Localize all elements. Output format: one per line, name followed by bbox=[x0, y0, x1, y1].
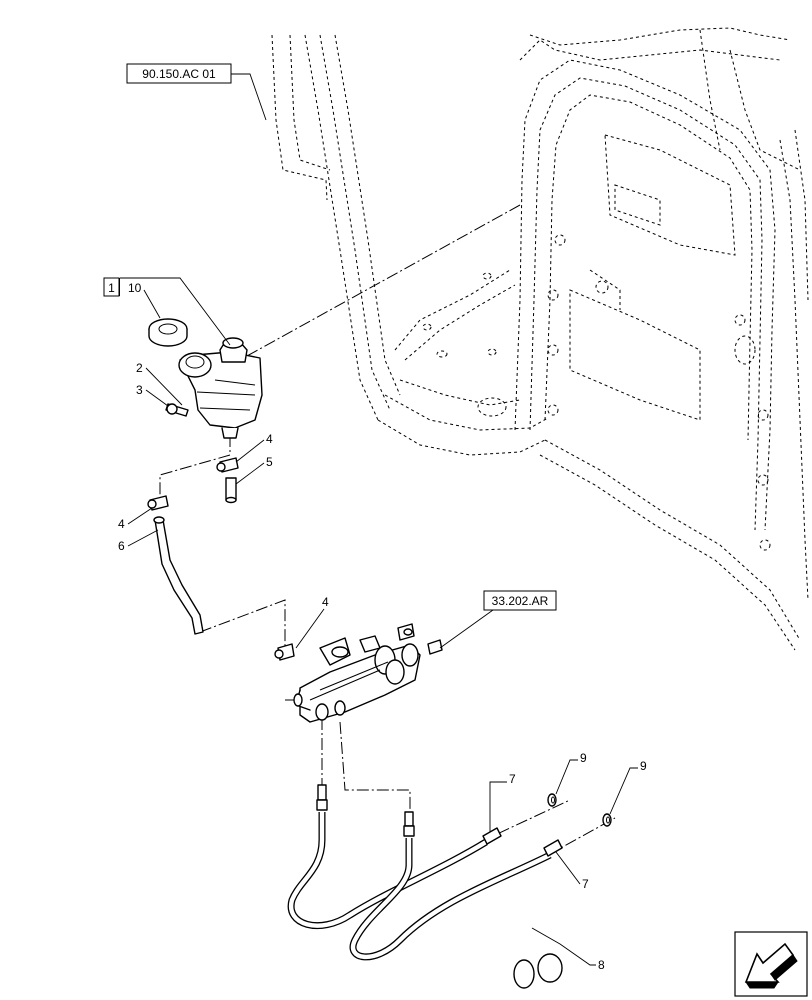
callout-2: 2 bbox=[136, 361, 143, 375]
callout-8: 8 bbox=[598, 958, 605, 972]
callout-4-top: 4 bbox=[266, 432, 273, 446]
cab-reference-box[interactable]: 90.150.AC 01 bbox=[126, 63, 232, 84]
assembly-lines bbox=[159, 204, 616, 856]
valve-reference-label: 33.202.AR bbox=[492, 594, 549, 608]
assembly-number: 1 bbox=[108, 281, 115, 295]
sealing-washer-right bbox=[602, 813, 612, 827]
fitting-left bbox=[147, 495, 169, 511]
reservoir-tank bbox=[178, 337, 263, 439]
fitting-top bbox=[216, 457, 239, 504]
reservoir-cap bbox=[148, 318, 188, 347]
callout-5: 5 bbox=[266, 455, 273, 469]
callouts: 10 2 3 4 5 4 6 4 7 7 9 9 8 bbox=[118, 281, 647, 972]
callout-4-valve: 4 bbox=[322, 595, 329, 609]
callout-7-right: 7 bbox=[582, 877, 589, 891]
brake-valve bbox=[274, 623, 443, 723]
callout-10: 10 bbox=[128, 281, 142, 295]
cab-frame bbox=[271, 27, 809, 651]
direction-arrow-icon bbox=[734, 931, 808, 997]
brake-hose-left bbox=[287, 784, 502, 930]
reservoir-assembly bbox=[148, 318, 263, 439]
callout-4-left: 4 bbox=[118, 517, 125, 531]
callout-6: 6 bbox=[118, 539, 125, 553]
o-rings bbox=[513, 953, 563, 989]
callout-9-right: 9 bbox=[640, 759, 647, 773]
brake-hose-right bbox=[349, 811, 563, 961]
assembly-box: 1 bbox=[103, 277, 120, 297]
sealing-washer-left bbox=[547, 793, 557, 807]
cab-reference-label: 90.150.AC 01 bbox=[142, 67, 216, 81]
mounting-bolt bbox=[165, 403, 189, 417]
callout-9-left: 9 bbox=[580, 751, 587, 765]
callout-7-left: 7 bbox=[509, 772, 516, 786]
reservoir-hose bbox=[153, 516, 204, 635]
valve-reference-box[interactable]: 33.202.AR bbox=[483, 590, 557, 611]
callout-3: 3 bbox=[136, 383, 143, 397]
